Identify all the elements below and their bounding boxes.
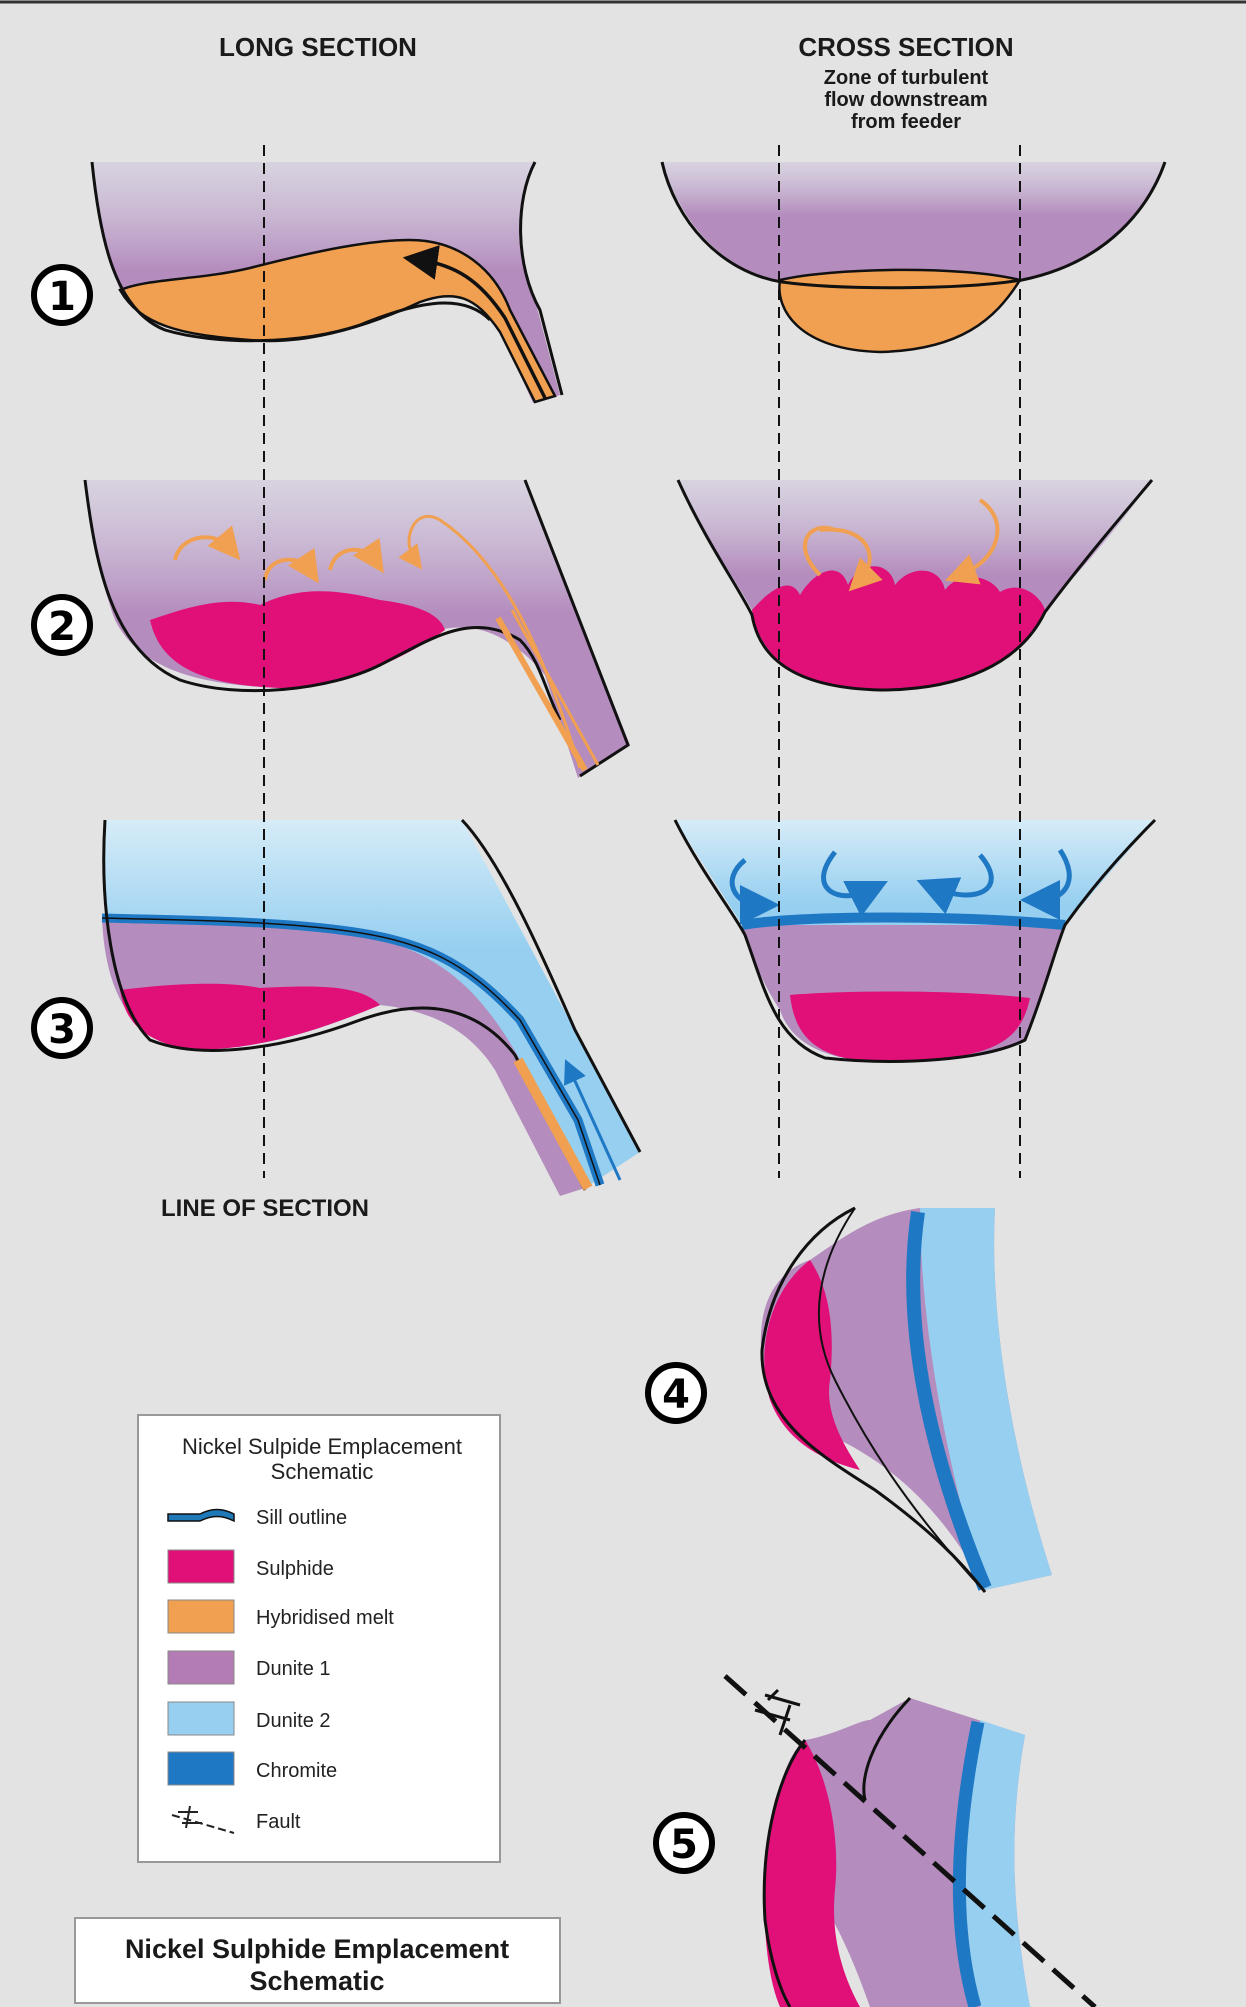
- stage1-cross-section: [662, 162, 1165, 352]
- title-line-1: Nickel Sulphide Emplacement: [125, 1934, 509, 1964]
- legend-label-hybridised-melt: Hybridised melt: [256, 1607, 394, 1629]
- stage5-section: [725, 1676, 1095, 2007]
- svg-text:3: 3: [48, 1007, 76, 1053]
- stage3-long-section: [102, 820, 640, 1196]
- stage-2-marker: 2: [34, 597, 90, 653]
- title-box: Nickel Sulphide Emplacement Schematic: [75, 1918, 560, 2003]
- stage1-long-section: [92, 162, 562, 403]
- svg-text:1: 1: [48, 274, 76, 320]
- line-of-section-label: LINE OF SECTION: [161, 1195, 369, 1222]
- sulphide-swatch: [168, 1550, 234, 1583]
- svg-text:2: 2: [48, 604, 76, 650]
- stage2-long-section: [85, 480, 630, 778]
- svg-text:5: 5: [670, 1822, 698, 1868]
- dunite-2-swatch: [168, 1702, 234, 1735]
- legend-title-line-2: Schematic: [271, 1459, 374, 1484]
- stage-5-marker: 5: [656, 1815, 712, 1871]
- dunite-1-swatch: [168, 1651, 234, 1684]
- hybridised-melt-swatch: [168, 1600, 234, 1633]
- stage-4-marker: 4: [648, 1365, 704, 1421]
- legend-title-line-1: Nickel Sulpide Emplacement: [182, 1434, 462, 1459]
- cross-section-note-line-3: from feeder: [851, 111, 961, 133]
- cross-section-heading: CROSS SECTION: [798, 32, 1013, 62]
- legend-label-dunite-2: Dunite 2: [256, 1710, 331, 1732]
- title-line-2: Schematic: [249, 1966, 384, 1996]
- legend-label-fault: Fault: [256, 1811, 301, 1833]
- legend-label-chromite: Chromite: [256, 1760, 337, 1782]
- legend-label-sill-outline: Sill outline: [256, 1507, 347, 1529]
- stage-1-marker: 1: [34, 267, 90, 323]
- stage-3-marker: 3: [34, 1000, 90, 1056]
- cross-section-note-line-2: flow downstream: [824, 89, 987, 111]
- legend: Nickel Sulpide Emplacement Schematic Sil…: [138, 1415, 500, 1862]
- svg-text:4: 4: [662, 1372, 690, 1418]
- stage4-section: [761, 1208, 1052, 1592]
- legend-label-sulphide: Sulphide: [256, 1558, 334, 1580]
- cross-section-note-line-1: Zone of turbulent: [824, 67, 989, 89]
- chromite-swatch: [168, 1752, 234, 1785]
- stage3-cross-section: [675, 820, 1155, 1062]
- stage2-cross-section: [678, 480, 1152, 690]
- legend-label-dunite-1: Dunite 1: [256, 1658, 331, 1680]
- long-section-heading: LONG SECTION: [219, 32, 417, 62]
